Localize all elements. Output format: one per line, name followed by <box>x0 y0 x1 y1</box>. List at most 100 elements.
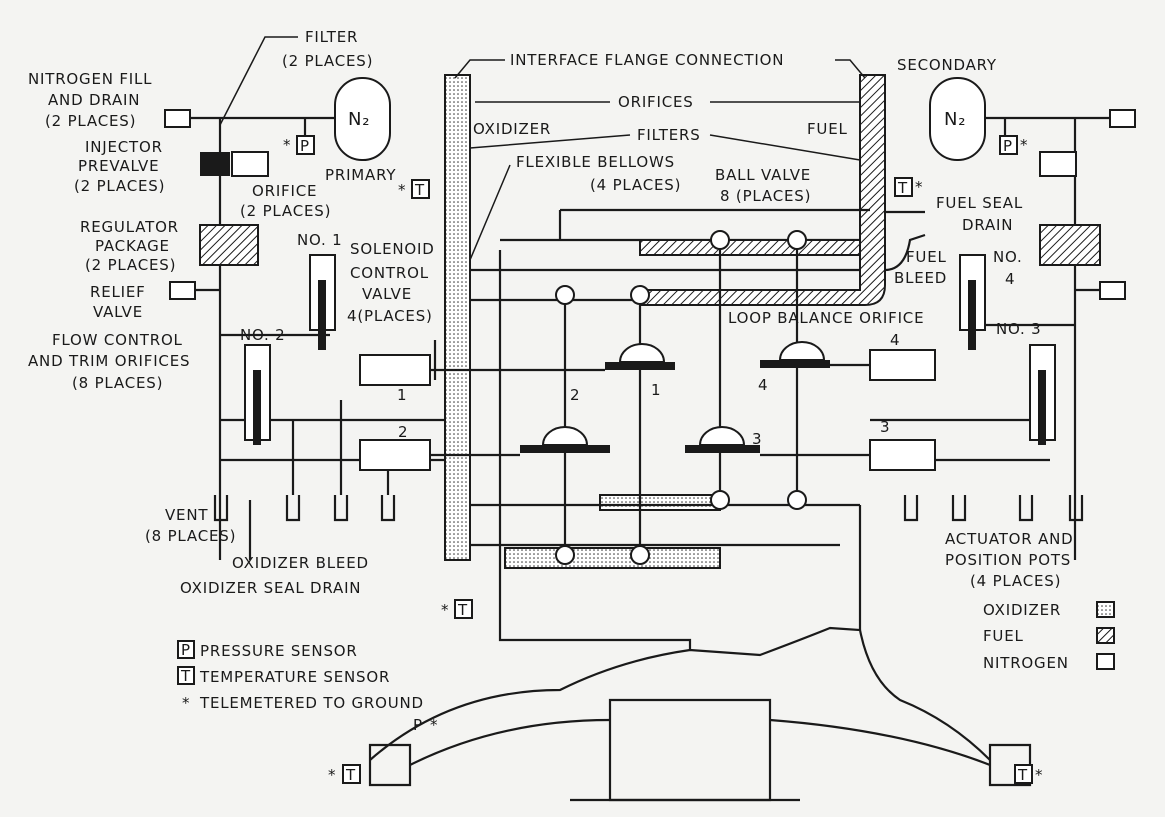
legend-nitrogen: NITROGEN <box>983 654 1069 672</box>
svg-text:P: P <box>181 641 191 659</box>
svg-text:T: T <box>414 181 425 199</box>
temperature-sensor-fuel: T* <box>894 177 923 197</box>
svg-text:(2 PLACES): (2 PLACES) <box>240 202 331 220</box>
svg-text:P: P <box>1003 137 1013 155</box>
svg-text:(8 PLACES): (8 PLACES) <box>145 527 236 545</box>
svg-text:*: * <box>398 181 406 199</box>
svg-text:VALVE: VALVE <box>93 303 143 321</box>
label-no4: NO. <box>993 248 1023 266</box>
label-relief-valve: RELIEF <box>90 283 146 301</box>
label-flow-control: FLOW CONTROL <box>52 331 183 349</box>
temperature-sensor-left: T* <box>328 764 361 784</box>
label-oxidizer: OXIDIZER <box>473 120 551 138</box>
svg-text:T: T <box>457 601 468 619</box>
label-secondary: SECONDARY <box>897 56 997 74</box>
label-filter: FILTER <box>305 28 358 46</box>
svg-text:T: T <box>345 766 356 784</box>
pressure-sensor-chamber: P* <box>413 716 438 734</box>
svg-text:DRAIN: DRAIN <box>962 216 1013 234</box>
actuator-number: 3 <box>752 430 762 448</box>
svg-text:PACKAGE: PACKAGE <box>95 237 170 255</box>
engine-chamber <box>368 626 1032 802</box>
svg-text:VALVE: VALVE <box>362 285 412 303</box>
svg-text:(8 PLACES): (8 PLACES) <box>72 374 163 392</box>
valve-number: 3 <box>880 418 890 436</box>
svg-text:(2 PLACES): (2 PLACES) <box>85 256 176 274</box>
oxidizer-line <box>444 74 880 650</box>
label-filters: FILTERS <box>637 126 701 144</box>
label-nitrogen-fill: NITROGEN FILL <box>28 70 152 88</box>
valve-number: 2 <box>398 423 408 441</box>
label-primary: PRIMARY <box>325 166 396 184</box>
legend-oxidizer: OXIDIZER <box>983 601 1061 619</box>
svg-text:*: * <box>915 178 923 196</box>
svg-text:4(PLACES): 4(PLACES) <box>347 307 433 325</box>
svg-text:(2 PLACES): (2 PLACES) <box>45 112 136 130</box>
label-orifices: ORIFICES <box>618 93 694 111</box>
key-pressure: PRESSURE SENSOR <box>200 642 358 660</box>
secondary-n2-tank: N₂ <box>929 77 986 161</box>
svg-text:8 (PLACES): 8 (PLACES) <box>720 187 811 205</box>
label-oxidizer-bleed: OXIDIZER BLEED <box>232 554 369 572</box>
svg-text:(2 PLACES): (2 PLACES) <box>282 52 373 70</box>
svg-text:AND DRAIN: AND DRAIN <box>48 91 140 109</box>
svg-text:N₂: N₂ <box>348 109 370 130</box>
label-no2: NO. 2 <box>240 326 286 344</box>
actuator-gears <box>430 341 870 457</box>
symbol-key: P PRESSURE SENSOR T TEMPERATURE SENSOR *… <box>177 640 424 712</box>
svg-text:(4 PLACES): (4 PLACES) <box>970 572 1061 590</box>
svg-text:(2 PLACES): (2 PLACES) <box>74 177 165 195</box>
left-nitrogen-system <box>164 109 460 560</box>
label-fuel-bleed: FUEL <box>906 248 947 266</box>
svg-text:P: P <box>300 137 310 155</box>
right-nitrogen-system <box>869 109 1136 560</box>
pressure-sensor-secondary: P* <box>999 135 1028 155</box>
ball-valves <box>555 230 807 565</box>
temperature-sensor-oxidizer: T* <box>441 599 473 619</box>
label-oxidizer-seal-drain: OXIDIZER SEAL DRAIN <box>180 579 361 597</box>
legend-fuel: FUEL <box>983 627 1024 645</box>
temperature-sensor-primary: T* <box>398 179 430 199</box>
key-temperature: TEMPERATURE SENSOR <box>199 668 390 686</box>
svg-text:POSITION POTS: POSITION POTS <box>945 551 1071 569</box>
svg-text:P: P <box>413 716 423 734</box>
svg-text:T: T <box>1017 766 1028 784</box>
label-injector-prevalve: INJECTOR <box>85 138 163 156</box>
labels: FILTER (2 PLACES) NITROGEN FILL AND DRAI… <box>28 28 1074 597</box>
label-ball-valve: BALL VALVE <box>715 166 811 184</box>
svg-text:N₂: N₂ <box>944 109 966 130</box>
label-orifice: ORIFICE <box>252 182 317 200</box>
svg-text:4: 4 <box>1005 270 1015 288</box>
label-flexible-bellows: FLEXIBLE BELLOWS <box>516 153 675 171</box>
svg-text:*: * <box>328 766 336 784</box>
label-fuel: FUEL <box>807 120 848 138</box>
valve-number: 4 <box>890 331 900 349</box>
label-fuel-seal-drain: FUEL SEAL <box>936 194 1023 212</box>
label-interface-flange: INTERFACE FLANGE CONNECTION <box>510 51 784 69</box>
svg-text:*: * <box>441 601 449 619</box>
svg-text:*: * <box>1035 766 1043 784</box>
svg-text:(4 PLACES): (4 PLACES) <box>590 176 681 194</box>
svg-text:BLEED: BLEED <box>894 269 947 287</box>
svg-text:*: * <box>1020 136 1028 154</box>
svg-text:*: * <box>182 694 190 712</box>
svg-text:*: * <box>430 716 438 734</box>
valve-number: 1 <box>397 386 407 404</box>
label-no1: NO. 1 <box>297 231 343 249</box>
svg-text:T: T <box>180 667 191 685</box>
label-solenoid: SOLENOID <box>350 240 435 258</box>
temperature-sensor-right: T* <box>1014 764 1043 784</box>
pressure-sensor-primary: P* <box>283 135 315 155</box>
svg-text:T: T <box>897 179 908 197</box>
svg-text:PREVALVE: PREVALVE <box>78 157 159 175</box>
label-loop-balance: LOOP BALANCE ORIFICE <box>728 309 924 327</box>
label-vent: VENT <box>165 506 208 524</box>
primary-n2-tank: N₂ <box>334 77 391 161</box>
legend: OXIDIZER FUEL NITROGEN <box>983 601 1115 672</box>
label-actuator: ACTUATOR AND <box>945 530 1074 548</box>
actuator-number: 2 <box>570 386 580 404</box>
key-telemetered: TELEMETERED TO GROUND <box>199 694 424 712</box>
svg-text:CONTROL: CONTROL <box>350 264 429 282</box>
